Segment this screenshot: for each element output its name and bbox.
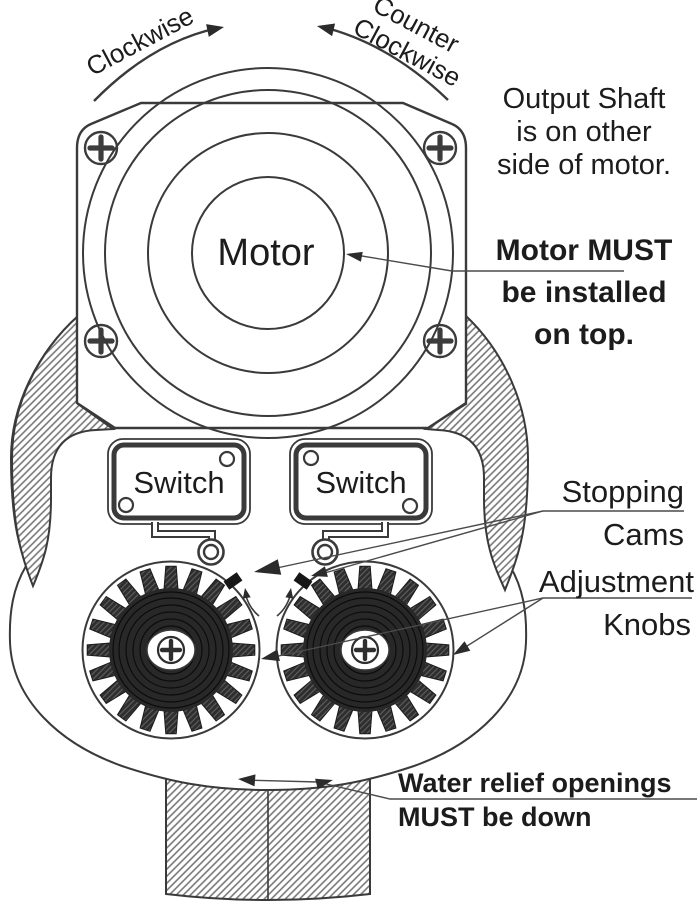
housing-hatch-right (422, 313, 530, 593)
clockwise-label: Clockwise (81, 0, 198, 81)
switch-lever-right (311, 522, 389, 566)
mounting-screw-icon (422, 323, 458, 359)
cam-roller-icon (316, 543, 334, 561)
svg-text:on top.: on top. (534, 318, 634, 351)
motor-note: Motor MUST be installed on top. (496, 234, 673, 351)
adjustment-knobs-label: Adjustment Knobs (539, 564, 694, 642)
motor-label: Motor (217, 232, 314, 274)
switch-left-label: Switch (133, 465, 224, 500)
switch-hole-icon (302, 449, 320, 467)
svg-text:MUST be down: MUST be down (398, 802, 591, 832)
adjustment-knob-right (275, 560, 455, 740)
svg-text:Stopping: Stopping (562, 474, 684, 509)
svg-text:side of motor.: side of motor. (497, 149, 671, 181)
cam-roller-icon (202, 543, 220, 561)
conduit-shaft (165, 755, 371, 901)
water-relief-note: Water relief openings MUST be down (398, 768, 672, 832)
stopping-cam-right (293, 572, 313, 590)
stopping-cams-label: Stopping Cams (562, 474, 684, 552)
switch-hole-icon (218, 450, 236, 468)
switch-hole-icon (401, 497, 419, 515)
mounting-screw-icon (83, 130, 119, 166)
svg-text:Knobs: Knobs (603, 607, 691, 642)
motor-body (82, 67, 454, 439)
svg-text:be installed: be installed (501, 276, 666, 309)
gear-screw-icon (156, 635, 186, 665)
stopping-cam-left (223, 572, 243, 590)
motor-flange (75, 101, 468, 430)
adjustment-knobs-leader (261, 597, 692, 662)
switch-hole-icon (117, 496, 135, 514)
svg-text:Cams: Cams (603, 517, 684, 552)
adjustment-knob-left (81, 560, 261, 740)
motor-note-leader (346, 251, 624, 272)
rotation-arrow-left (242, 588, 260, 617)
counterclockwise-arrow (317, 23, 449, 101)
output-shaft-note: Output Shaft is on other side of motor. (497, 83, 671, 181)
svg-text:Motor MUST: Motor MUST (496, 234, 673, 267)
svg-text:Output Shaft: Output Shaft (503, 83, 666, 115)
svg-text:Water relief openings: Water relief openings (398, 768, 672, 798)
switch-left: Switch (107, 438, 251, 525)
svg-text:Adjustment: Adjustment (539, 564, 694, 599)
gear-screw-icon (350, 635, 380, 665)
housing-hatch-left (10, 313, 116, 589)
switch-lever-left (151, 522, 225, 566)
stopping-cams-leader (254, 510, 684, 577)
water-relief-leader (238, 774, 697, 800)
mounting-screw-icon (422, 130, 458, 166)
svg-text:is on other: is on other (516, 116, 652, 148)
clockwise-arrow (93, 24, 224, 102)
switch-right: Switch (289, 438, 433, 525)
switch-right-label: Switch (315, 465, 406, 500)
rotation-arrow-right (276, 588, 294, 617)
